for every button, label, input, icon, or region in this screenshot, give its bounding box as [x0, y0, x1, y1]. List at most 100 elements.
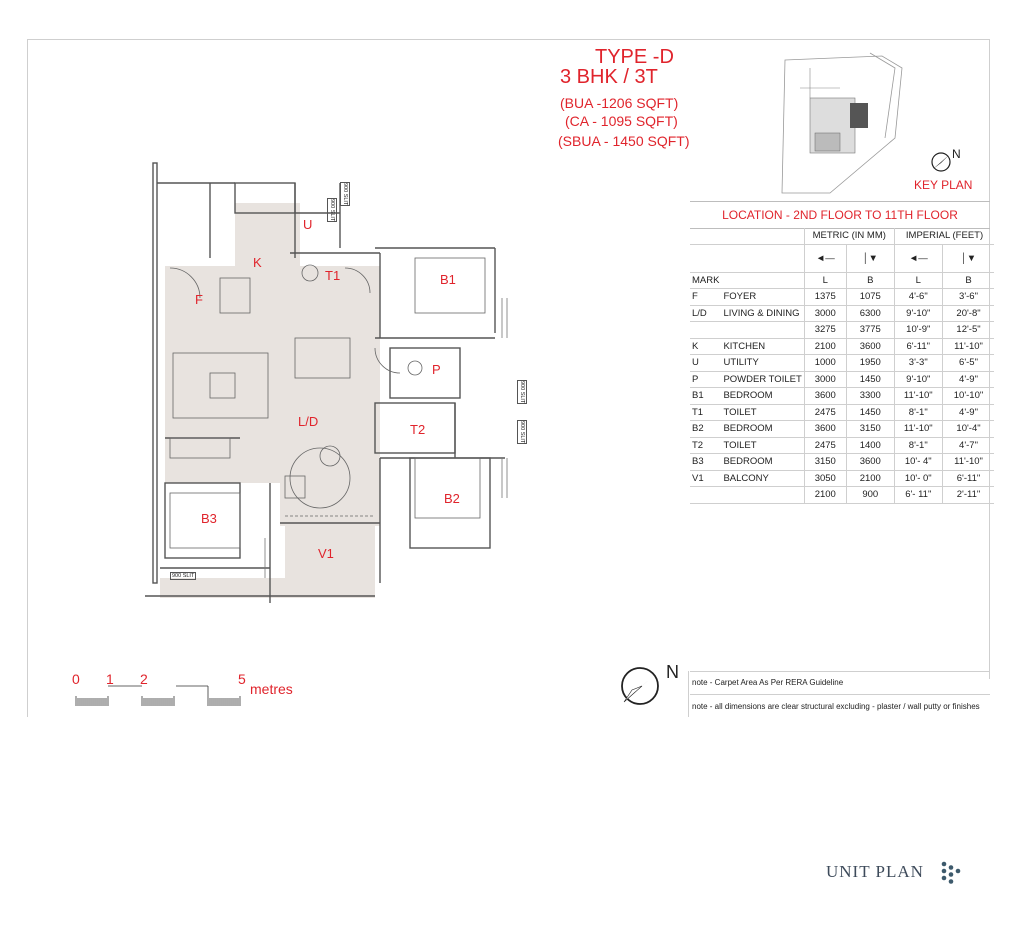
table-cell-il: 9'-10"	[893, 371, 943, 388]
table-cell-mark: K	[690, 338, 722, 355]
window-tag: 900 SLIT	[517, 420, 527, 445]
table-cell-ml: 3600	[803, 387, 847, 405]
key-plan-north-label: N	[952, 147, 961, 161]
ca-area: (CA - 1095 SQFT)	[565, 113, 678, 129]
sbua-area: (SBUA - 1450 SQFT)	[558, 133, 690, 149]
table-cell-mb: 1075	[845, 288, 895, 306]
table-cell-mb: 3600	[845, 338, 895, 355]
table-cell-mark	[690, 321, 722, 339]
table-cell-il: 9'-10"	[893, 305, 943, 322]
room-label-kitchen: K	[253, 255, 262, 270]
table-cell-name: KITCHEN	[721, 338, 805, 355]
table-cell-name: UTILITY	[721, 354, 805, 372]
table-cell-mark: U	[690, 354, 722, 372]
table-cell-ib: 10'-4"	[941, 420, 995, 438]
table-cell-ib: 6'-5"	[941, 354, 995, 372]
scale-bar	[75, 685, 241, 706]
table-cell-il: 10'-9"	[893, 321, 943, 339]
table-cell-ib: 4'-9"	[941, 404, 995, 421]
table-cell-mark: B2	[690, 420, 722, 438]
table-cell-mb: 900	[845, 486, 895, 504]
table-cell-ib: 6'-11"	[941, 470, 995, 487]
imperial-b-header: B	[941, 272, 995, 289]
key-plan-label: KEY PLAN	[914, 178, 973, 192]
table-cell-mb: 3775	[845, 321, 895, 339]
table-cell-il: 6'-11"	[893, 338, 943, 355]
room-label-powder: P	[432, 362, 441, 377]
table-cell-il: 10'- 0"	[893, 470, 943, 487]
metric-b-header: B	[845, 272, 895, 289]
table-cell-name: POWDER TOILET	[721, 371, 805, 388]
floor-plan	[145, 162, 508, 603]
unit-config: 3 BHK / 3T	[560, 66, 658, 88]
table-cell-ml: 3600	[803, 420, 847, 438]
table-cell-ib: 10'-10"	[941, 387, 995, 405]
table-cell-il: 4'-6"	[893, 288, 943, 306]
note-divider	[690, 694, 990, 695]
metric-header: METRIC (IN MM)	[803, 228, 895, 245]
table-cell-mark: F	[690, 288, 722, 306]
table-cell-ml: 1000	[803, 354, 847, 372]
imperial-l-header: L	[893, 272, 943, 289]
north-compass-small-icon	[931, 152, 951, 172]
bua-area: (BUA -1206 SQFT)	[560, 95, 679, 111]
table-cell-mb: 2100	[845, 470, 895, 487]
table-cell-ib: 12'-5"	[941, 321, 995, 339]
room-label-b2: B2	[444, 491, 460, 506]
table-cell-mb: 1950	[845, 354, 895, 372]
drawing-sheet	[27, 39, 990, 717]
room-label-balcony: V1	[318, 546, 334, 561]
room-label-living-dining: L/D	[298, 414, 319, 429]
table-cell-mb: 1450	[845, 404, 895, 421]
table-cell-name: BEDROOM	[721, 387, 805, 405]
table-cell-ib: 2'-11"	[941, 486, 995, 504]
unit-type-title: TYPE -D	[595, 46, 674, 68]
window-tag: 900 SLIT	[327, 198, 337, 223]
scale-label-0: 0	[72, 671, 80, 687]
table-cell-name	[721, 486, 805, 504]
table-cell-ml: 3050	[803, 470, 847, 487]
table-cell-ib: 3'-6"	[941, 288, 995, 306]
brand-dots-icon	[941, 861, 961, 884]
table-cell-il: 11'-10"	[893, 387, 943, 405]
table-cell-ml: 2475	[803, 437, 847, 454]
room-label-b3: B3	[201, 511, 217, 526]
table-cell-ml: 3150	[803, 453, 847, 471]
arrow-icon: ◄—	[893, 244, 943, 273]
note-dimensions: note - all dimensions are clear structur…	[692, 702, 980, 711]
table-cell-mb: 1450	[845, 371, 895, 388]
table-cell-name: TOILET	[721, 404, 805, 421]
table-cell-ml: 2475	[803, 404, 847, 421]
table-cell-mb: 3600	[845, 453, 895, 471]
scale-unit: metres	[250, 681, 293, 697]
window-tag: 900 SLIT	[170, 572, 197, 580]
table-cell-mark: V1	[690, 470, 722, 487]
metric-l-header: L	[803, 272, 847, 289]
imperial-header: IMPERIAL (FEET)	[893, 228, 995, 245]
scale-label-5: 5	[238, 671, 246, 687]
arrow-icon: │▼	[941, 244, 995, 273]
table-cell-name: BEDROOM	[721, 420, 805, 438]
arrow-icon: ◄—	[803, 244, 847, 273]
mark-header: MARK	[690, 272, 722, 289]
table-cell-mark: P	[690, 371, 722, 388]
table-cell-name	[721, 321, 805, 339]
scale-label-2: 2	[140, 671, 148, 687]
table-cell-mark: T2	[690, 437, 722, 454]
table-cell-mb: 3150	[845, 420, 895, 438]
table-cell-ib: 4'-9"	[941, 371, 995, 388]
table-cell-il: 11'-10"	[893, 420, 943, 438]
window-tag: 900 SLIT	[340, 182, 350, 207]
